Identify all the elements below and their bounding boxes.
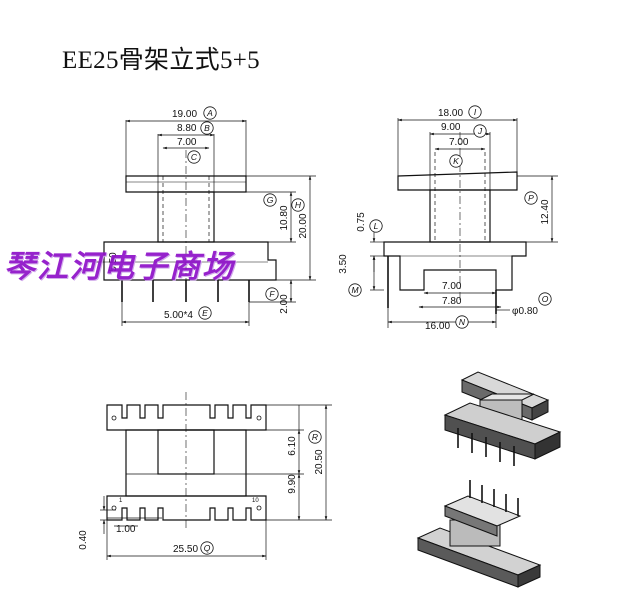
isometric-view-bottom — [416, 480, 542, 588]
front-dim-core: 7.00 — [177, 137, 197, 148]
side-dim-base: 3.50 — [338, 254, 349, 274]
marker-circle-side_view-flange — [369, 219, 383, 233]
side-dim-core-bottom: 7.00 — [442, 281, 462, 292]
front-dim-pin-pitch: 5.00*4 — [164, 310, 193, 321]
marker-circle-front_view-pin_length — [265, 287, 279, 301]
top-dim-pad: 1.00 — [116, 524, 136, 535]
side-dim-core: 7.00 — [449, 137, 469, 148]
front-dim-pin-length: 2.00 — [279, 294, 290, 314]
marker-label-side_view-height_upper: P — [528, 193, 534, 203]
top-pin-label-first: 1 — [119, 498, 123, 504]
marker-circle-side_view-base_width — [455, 315, 469, 329]
front-pins — [121, 280, 250, 302]
marker-circle-front_view-window_outer — [200, 121, 214, 135]
marker-label-side_view-flange: L — [374, 221, 379, 231]
marker-circle-top_view-width — [200, 541, 214, 555]
marker-label-side_view-core: K — [453, 156, 459, 166]
reference-markers: AB C G H F E IJ K L P M N O R Q — [187, 105, 552, 555]
top-dim-width: 25.50 — [173, 544, 198, 555]
front-dim-width: 19.00 — [172, 109, 197, 120]
marker-label-front_view-width: A — [206, 108, 213, 118]
side-view — [370, 118, 558, 328]
side-dim-width: 18.00 — [438, 108, 463, 119]
marker-circle-front_view-core — [187, 150, 201, 164]
front-view — [96, 119, 316, 326]
marker-circle-side_view-width — [468, 105, 482, 119]
watermark-text: 琴江河电子商场 — [4, 249, 235, 285]
marker-circle-top_view-height_total — [308, 430, 322, 444]
marker-label-front_view-height_upper: G — [267, 195, 274, 205]
side-top-flange — [397, 171, 518, 191]
marker-label-front_view-pin_pitch: E — [202, 308, 208, 318]
front-dim-height-upper: 10.80 — [279, 205, 290, 230]
page-title: EE25骨架立式5+5 — [62, 47, 260, 74]
marker-circle-front_view-width — [203, 106, 217, 120]
top-view — [100, 392, 332, 560]
marker-circle-front_view-height_total — [291, 198, 305, 212]
top-upper-flange — [106, 404, 267, 431]
top-dim-lower: 9.90 — [287, 474, 298, 494]
side-dim-flange: 0.75 — [356, 212, 367, 232]
front-dim-window: 8.80 — [177, 123, 197, 134]
marker-circle-side_view-height_upper — [524, 191, 538, 205]
marker-circle-side_view-base — [348, 283, 362, 297]
side-dim-window: 9.00 — [441, 122, 461, 133]
top-lower-flange — [106, 495, 267, 521]
marker-label-front_view-height_total: H — [295, 200, 302, 210]
top-dim-height-total: 20.50 — [314, 449, 325, 474]
marker-label-side_view-pin_dia: O — [542, 294, 549, 304]
marker-circle-side_view-core — [449, 154, 463, 168]
side-dim-base-width: 16.00 — [425, 321, 450, 332]
side-dim-pin-dia: φ0.80 — [512, 306, 538, 317]
marker-label-front_view-core: C — [191, 152, 198, 162]
side-dim-height-upper: 12.40 — [540, 199, 551, 224]
marker-label-front_view-window_outer: B — [204, 123, 210, 133]
marker-label-side_view-window_outer: J — [477, 126, 483, 136]
marker-label-side_view-base_width: N — [459, 317, 466, 327]
marker-circle-side_view-window_outer — [473, 124, 487, 138]
marker-circle-front_view-height_upper — [263, 193, 277, 207]
marker-label-top_view-height_total: R — [312, 432, 318, 442]
marker-label-side_view-base: M — [351, 285, 359, 295]
marker-circle-front_view-pin_pitch — [198, 306, 212, 320]
top-pin-label-last: 10 — [252, 498, 259, 504]
top-dim-upper: 6.10 — [287, 436, 298, 456]
marker-label-top_view-width: Q — [204, 543, 211, 553]
front-dim-height-total: 20.00 — [298, 213, 309, 238]
top-dim-thickness: 0.40 — [78, 530, 89, 550]
isometric-view-top — [443, 371, 562, 466]
side-dim-core-base: 7.80 — [442, 296, 462, 307]
front-dim-offset: 5.50 — [108, 252, 119, 272]
marker-circle-side_view-pin_dia — [538, 292, 552, 306]
marker-label-side_view-width: I — [474, 107, 477, 117]
marker-label-front_view-pin_length: F — [269, 289, 275, 299]
